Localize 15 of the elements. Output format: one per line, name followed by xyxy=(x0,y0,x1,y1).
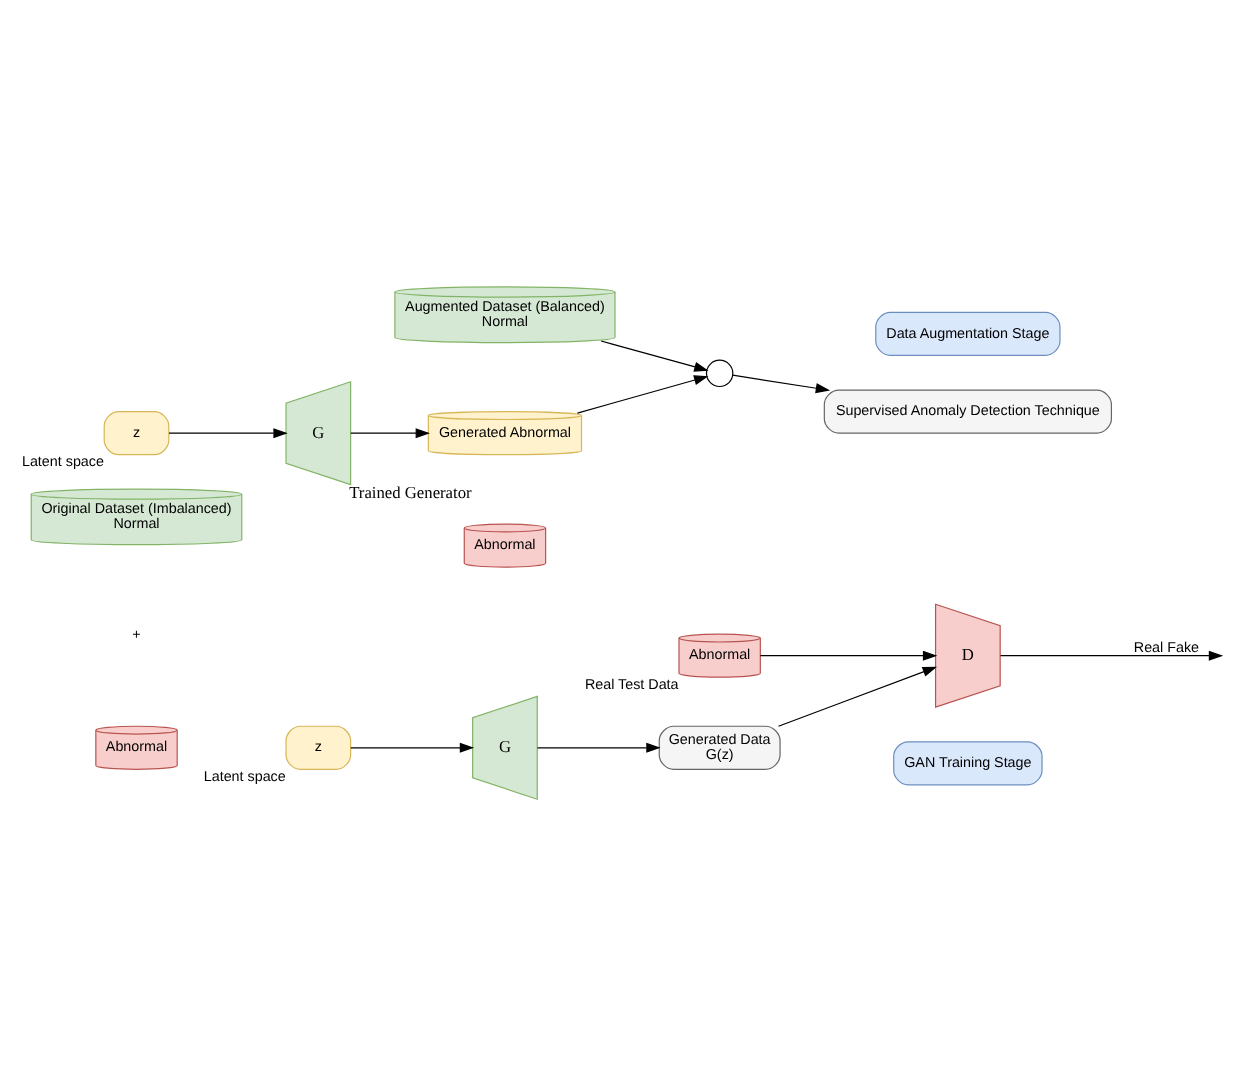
arrow xyxy=(999,650,1224,661)
node-label: Trained Generator xyxy=(349,484,472,503)
arrow xyxy=(777,666,937,727)
arrow xyxy=(536,742,661,753)
arrow xyxy=(350,742,475,753)
node-box: G xyxy=(472,695,538,801)
arrow xyxy=(350,428,430,439)
arrow xyxy=(576,375,709,414)
arrow xyxy=(732,374,831,394)
arrow xyxy=(759,650,938,661)
node-box: G xyxy=(285,380,352,486)
arrow xyxy=(168,428,288,439)
node-box: D xyxy=(934,603,1001,708)
node-circle xyxy=(705,359,734,388)
arrow xyxy=(600,340,709,372)
